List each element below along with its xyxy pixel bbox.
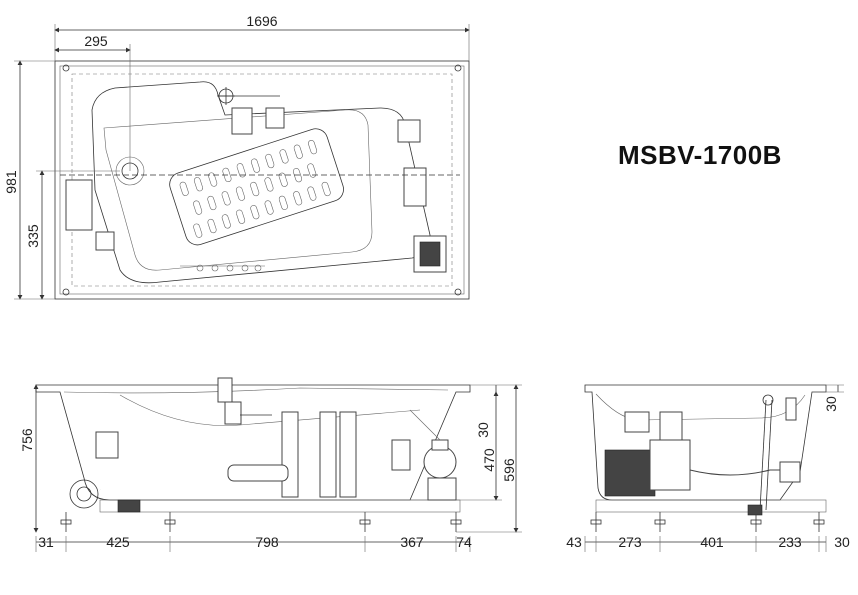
end-spacing-3: 401 [700, 534, 724, 550]
end-spacing-5: 30 [834, 534, 850, 550]
end-rim-label: 30 [823, 396, 839, 412]
tub-outline-top [54, 60, 470, 300]
side-inner-height-label: 470 [481, 448, 497, 472]
side-rim-label: 30 [475, 422, 491, 438]
side-height-label: 756 [19, 428, 35, 452]
side-spacing-1: 31 [38, 534, 54, 550]
corner-screws [62, 64, 462, 296]
tub-shell-side [35, 384, 471, 501]
model-title: MSBV-1700B [618, 140, 782, 170]
end-spacing-1: 43 [566, 534, 582, 550]
side-spacing-3: 798 [255, 534, 279, 550]
end-plumbing [604, 394, 801, 516]
side-plumbing [95, 377, 457, 501]
top-view: 1696 295 981 335 [3, 13, 470, 300]
side-spacing-4: 367 [400, 534, 424, 550]
top-plumbing [60, 87, 460, 273]
tub-shell-end [584, 384, 827, 501]
top-drain-depth-label: 335 [25, 224, 41, 248]
air-jet-panel [169, 128, 344, 246]
end-spacing-4: 233 [778, 534, 802, 550]
end-view: 30 43 273 401 233 30 [566, 384, 850, 552]
top-depth-label: 981 [3, 170, 19, 194]
inner-basin [91, 81, 431, 284]
side-spacing-5: 74 [456, 534, 472, 550]
side-spacing-2: 425 [106, 534, 130, 550]
top-width-label: 1696 [246, 13, 277, 29]
side-legs [60, 512, 462, 532]
side-view: 756 30 470 596 31 425 798 367 74 [19, 377, 522, 552]
end-spacing-2: 273 [618, 534, 642, 550]
end-legs [590, 512, 825, 532]
side-leg-height-label: 596 [501, 458, 517, 482]
top-drain-offset-label: 295 [84, 33, 108, 49]
